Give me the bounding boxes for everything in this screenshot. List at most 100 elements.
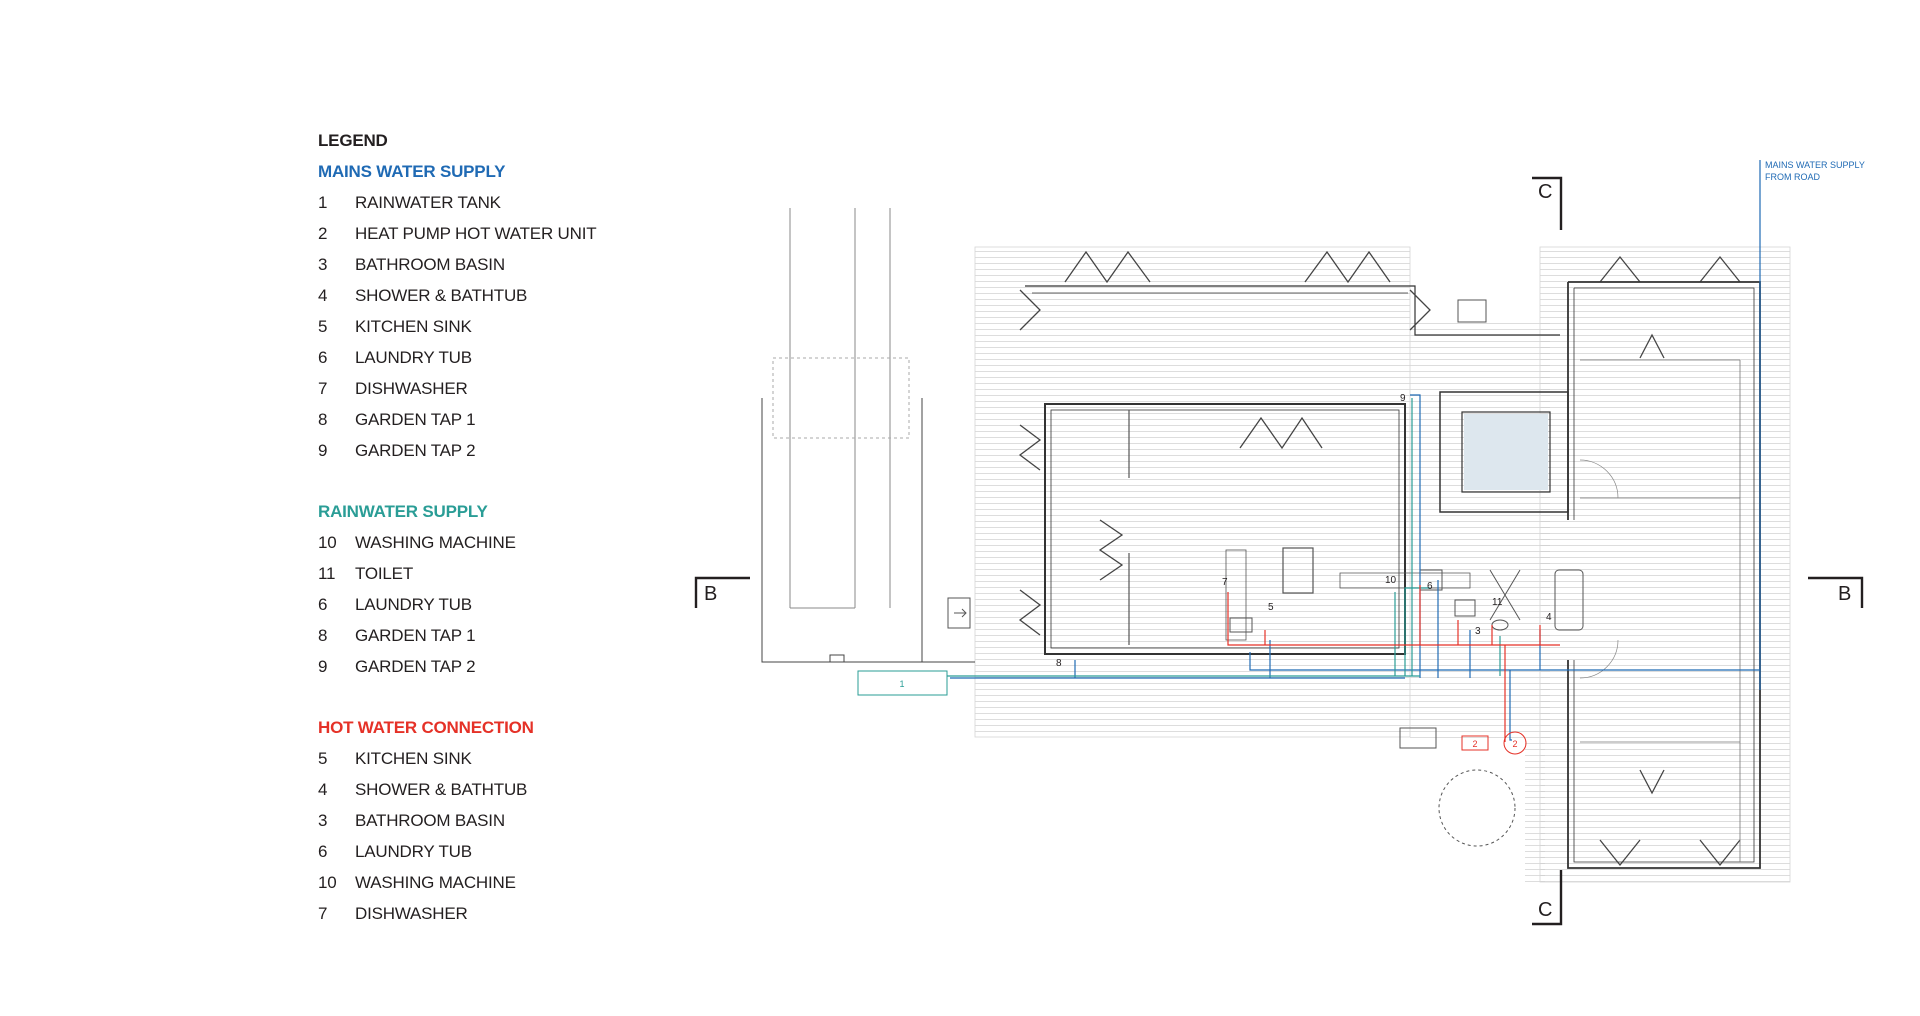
legend-item-label: WASHING MACHINE bbox=[355, 873, 516, 892]
legend-item-number: 3 bbox=[318, 255, 328, 274]
legend-item: 7 DISHWASHER bbox=[318, 898, 638, 929]
legend-item-number: 2 bbox=[318, 224, 328, 243]
tank-label: 1 bbox=[899, 679, 904, 689]
legend-item-number: 9 bbox=[318, 441, 328, 460]
legend-item-number: 10 bbox=[318, 873, 337, 892]
shower-label: 4 bbox=[1546, 612, 1552, 623]
window-marks bbox=[1018, 250, 1741, 867]
laundry-label: 6 bbox=[1427, 581, 1433, 592]
section-marker-labels: C C B B bbox=[704, 181, 1851, 921]
legend-item-label: BATHROOM BASIN bbox=[355, 255, 505, 274]
legend-item-number: 6 bbox=[318, 348, 328, 367]
legend-item: 6 LAUNDRY TUB bbox=[318, 836, 638, 867]
garden-tap-2-label: 9 bbox=[1400, 393, 1406, 404]
garden-tap-1-label: 8 bbox=[1056, 658, 1062, 669]
legend-item: 6 LAUNDRY TUB bbox=[318, 342, 638, 373]
legend-item-label: LAUNDRY TUB bbox=[355, 348, 472, 367]
legend-item: 2 HEAT PUMP HOT WATER UNIT bbox=[318, 218, 638, 249]
legend-group-title: MAINS WATER SUPPLY bbox=[318, 162, 506, 181]
legend-item-label: BATHROOM BASIN bbox=[355, 811, 505, 830]
legend-item: 9 GARDEN TAP 2 bbox=[318, 651, 638, 682]
basin-label: 3 bbox=[1475, 626, 1481, 637]
outdoor-elements bbox=[947, 299, 1516, 847]
legend-item-number: 8 bbox=[318, 626, 328, 645]
legend-item: 7 DISHWASHER bbox=[318, 373, 638, 404]
legend-item-number: 6 bbox=[318, 595, 328, 614]
legend-item-label: RAINWATER TANK bbox=[355, 193, 501, 212]
washing-machine-label: 10 bbox=[1385, 575, 1397, 586]
legend-item-label: DISHWASHER bbox=[355, 379, 468, 398]
rainwater-tank: 1 bbox=[857, 670, 948, 696]
right-wing-walls bbox=[1567, 281, 1761, 869]
legend-item-label: GARDEN TAP 2 bbox=[355, 441, 476, 460]
legend-group-mains: MAINS WATER SUPPLY 1 RAINWATER TANK 2 HEAT… bbox=[318, 156, 638, 466]
legend-group-title: HOT WATER CONNECTION bbox=[318, 718, 534, 737]
section-b-left: B bbox=[704, 583, 717, 605]
legend-item-label: HEAT PUMP HOT WATER UNIT bbox=[355, 224, 597, 243]
legend-title: LEGEND bbox=[318, 131, 388, 150]
kitchen-sink-label: 5 bbox=[1268, 602, 1274, 613]
toilet-label: 11 bbox=[1492, 597, 1503, 608]
legend-item-label: SHOWER & BATHTUB bbox=[355, 286, 528, 305]
legend-item: 10 WASHING MACHINE bbox=[318, 527, 638, 558]
legend-item: 9 GARDEN TAP 2 bbox=[318, 435, 638, 466]
left-module-walls bbox=[1025, 285, 1560, 655]
section-c-bottom: C bbox=[1538, 899, 1552, 921]
legend-item-number: 5 bbox=[318, 317, 328, 336]
legend-group-hot-water: HOT WATER CONNECTION 5 KITCHEN SINK 4 SHOW… bbox=[318, 712, 638, 929]
interior-partitions bbox=[1128, 410, 1471, 645]
legend-item-number: 8 bbox=[318, 410, 328, 429]
heat-pump-circle-label: 2 bbox=[1512, 739, 1517, 749]
dishwasher-label: 7 bbox=[1222, 577, 1228, 588]
mains-note-line1: MAINS WATER SUPPLY bbox=[1765, 160, 1865, 170]
mains-note: MAINS WATER SUPPLY FROM ROAD bbox=[1765, 160, 1865, 182]
deck-hatch bbox=[974, 246, 1791, 883]
legend-item-label: KITCHEN SINK bbox=[355, 317, 472, 336]
legend-item-label: KITCHEN SINK bbox=[355, 749, 472, 768]
mains-note-line2: FROM ROAD bbox=[1765, 172, 1820, 182]
legend-item: 4 SHOWER & BATHTUB bbox=[318, 280, 638, 311]
legend-item: 5 KITCHEN SINK bbox=[318, 311, 638, 342]
legend-item-label: GARDEN TAP 2 bbox=[355, 657, 476, 676]
legend-item: 5 KITCHEN SINK bbox=[318, 743, 638, 774]
legend-item-label: WASHING MACHINE bbox=[355, 533, 516, 552]
legend-item-label: LAUNDRY TUB bbox=[355, 595, 472, 614]
legend-item-number: 3 bbox=[318, 811, 328, 830]
heat-pump-unit: 2 2 bbox=[1461, 731, 1527, 755]
legend-item-label: DISHWASHER bbox=[355, 904, 468, 923]
legend-group-title: RAINWATER SUPPLY bbox=[318, 502, 488, 521]
section-b-right: B bbox=[1838, 583, 1851, 605]
legend-item-label: GARDEN TAP 1 bbox=[355, 410, 476, 429]
legend-item-label: LAUNDRY TUB bbox=[355, 842, 472, 861]
section-markers bbox=[694, 176, 1864, 926]
legend-item-number: 7 bbox=[318, 379, 328, 398]
bath-fixtures bbox=[1229, 569, 1584, 633]
fixture-labels: 3 4 5 6 7 8 9 10 11 bbox=[1056, 393, 1552, 669]
legend-item-number: 11 bbox=[318, 564, 336, 583]
legend-item-number: 6 bbox=[318, 842, 328, 861]
legend-item: 6 LAUNDRY TUB bbox=[318, 589, 638, 620]
legend-item-label: SHOWER & BATHTUB bbox=[355, 780, 528, 799]
legend-item-number: 7 bbox=[318, 904, 328, 923]
legend-item: 1 RAINWATER TANK bbox=[318, 187, 638, 218]
section-c-top: C bbox=[1538, 181, 1552, 203]
legend-item-label: GARDEN TAP 1 bbox=[355, 626, 476, 645]
legend-item: 3 BATHROOM BASIN bbox=[318, 249, 638, 280]
legend-item: 8 GARDEN TAP 1 bbox=[318, 620, 638, 651]
legend: LEGEND MAINS WATER SUPPLY 1 RAINWATER TAN… bbox=[318, 126, 638, 929]
legend-item-number: 4 bbox=[318, 286, 328, 305]
legend-item-number: 1 bbox=[318, 193, 328, 212]
legend-item: 3 BATHROOM BASIN bbox=[318, 805, 638, 836]
legend-item: 4 SHOWER & BATHTUB bbox=[318, 774, 638, 805]
legend-item-number: 5 bbox=[318, 749, 328, 768]
carport bbox=[761, 208, 975, 663]
rainwater-pipes bbox=[947, 398, 1501, 677]
legend-item-number: 10 bbox=[318, 533, 337, 552]
legend-item: 10 WASHING MACHINE bbox=[318, 867, 638, 898]
legend-item-number: 9 bbox=[318, 657, 328, 676]
hot-water-pipes bbox=[1227, 585, 1560, 742]
legend-item-number: 4 bbox=[318, 780, 328, 799]
